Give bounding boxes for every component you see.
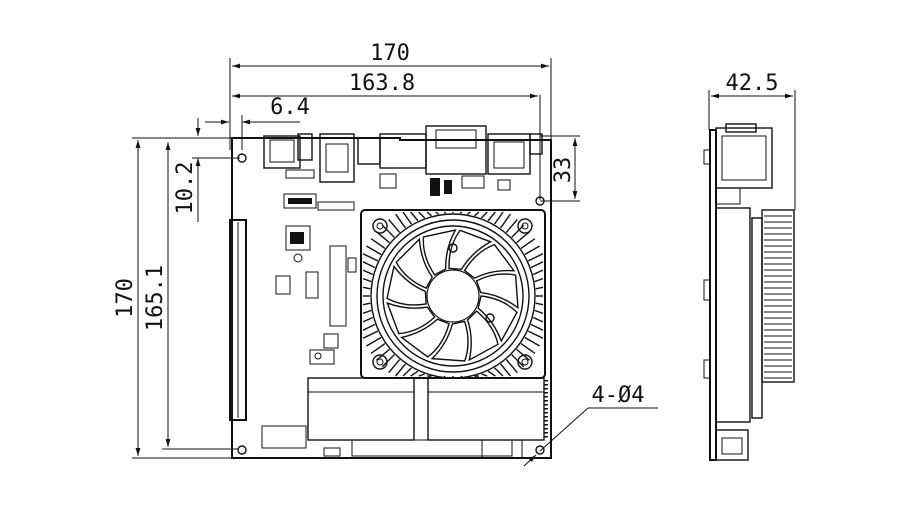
heatsink-fin: [534, 277, 544, 283]
heatsink-fin: [362, 269, 374, 276]
heatsink-fin: [535, 286, 544, 290]
heatsink-fin: [480, 211, 488, 219]
heatsink-fin: [395, 363, 406, 377]
heatsink-fin: [362, 309, 372, 315]
fan-blade: [399, 318, 450, 358]
board-side-view: [703, 123, 795, 461]
fan-blade: [448, 229, 493, 271]
heatsink-fin: [524, 336, 540, 347]
dim-label-io-height: 33: [551, 157, 576, 184]
heatsink-fin: [516, 231, 531, 244]
dim-label-overall-width: 170: [370, 41, 410, 66]
heatsink-fin: [362, 261, 376, 269]
dimension-io-height: 33: [540, 135, 580, 202]
heatsink-fin: [362, 286, 371, 290]
dim-label-side-thickness: 42.5: [726, 71, 779, 96]
heatsink-fin: [362, 302, 371, 306]
fan-blade: [386, 264, 427, 306]
heatsink-fin: [532, 316, 544, 323]
mounting-hole: [535, 196, 545, 206]
dimension-hole-offset-x: 6.4: [205, 95, 310, 150]
heatsink-fin: [493, 211, 504, 225]
mounting-hole: [535, 445, 545, 455]
heatsink-fin: [370, 343, 386, 354]
dim-label-hole-span-height: 165.1: [143, 265, 168, 331]
dim-label-hole-span-width: 163.8: [349, 71, 415, 96]
fan-blades: [386, 229, 519, 362]
dim-label-holes-callout: 4-Ø4: [592, 383, 645, 408]
heatsink-fin: [505, 359, 518, 374]
heatsink-fin: [435, 211, 440, 215]
heatsink-fin: [505, 218, 518, 233]
heatsink-fin: [487, 370, 496, 377]
mounting-hole: [237, 153, 247, 163]
heatsink-fin: [366, 336, 382, 347]
dimension-hole-offset-y: 10.2: [173, 118, 240, 222]
heatsink-fin: [487, 211, 496, 222]
heatsink-fin: [362, 330, 379, 339]
dim-label-overall-height: 170: [113, 278, 138, 318]
heatsink-fin: [402, 367, 412, 377]
heatsink-fin: [500, 363, 511, 377]
heatsink-fin: [532, 269, 544, 276]
fan-blade: [422, 229, 457, 276]
heatsink-fin: [370, 238, 386, 249]
heatsink-fin: [500, 213, 511, 229]
fan-blade: [395, 237, 434, 289]
heatsink-fin: [520, 238, 536, 249]
heatsink-fin: [418, 211, 426, 219]
dimension-holes-callout: 4-Ø4: [523, 383, 658, 467]
heatsink-fin: [362, 277, 372, 283]
heatsink-fin: [418, 373, 425, 377]
heatsink-fin: [410, 211, 419, 222]
heatsink-fin: [466, 211, 471, 215]
dimension-hole-span-width: 163.8: [232, 71, 541, 200]
heatsink-fin: [534, 309, 544, 315]
mounting-hole: [237, 445, 247, 455]
heatsink-fin: [524, 245, 540, 256]
side-fins: [764, 215, 792, 379]
fan-blade: [430, 320, 469, 362]
heatsink-fin: [511, 224, 525, 238]
dimension-overall-height: 170: [113, 137, 242, 459]
heatsink-fin: [381, 224, 395, 238]
board-top-view: [229, 125, 552, 459]
fan-blade: [477, 295, 518, 343]
heatsink-fin: [388, 359, 401, 374]
heatsink-fin: [362, 316, 374, 323]
heatsink-fin: [481, 373, 488, 377]
dimension-overall-width: 170: [229, 41, 552, 150]
heatsink-fin: [494, 367, 504, 377]
dimension-side-thickness: 42.5: [708, 71, 796, 210]
heatsink-fin: [527, 330, 544, 339]
dim-label-hole-offset-y: 10.2: [173, 162, 198, 215]
fan-heatsink: [360, 209, 546, 380]
dimension-hole-span-height: 165.1: [143, 142, 238, 450]
heatsink-fin: [362, 323, 376, 331]
heatsink-fin: [366, 245, 382, 256]
heatsink-fin: [520, 343, 536, 354]
heatsink-fin: [410, 370, 419, 377]
heatsink-fin: [395, 213, 406, 229]
fan-blade: [463, 243, 516, 279]
heatsink-fin: [530, 261, 544, 269]
heatsink-fin: [527, 253, 544, 262]
heatsink-fin: [381, 354, 395, 368]
heatsink-fin: [474, 211, 480, 217]
dim-label-hole-offset-x: 6.4: [270, 95, 310, 120]
heatsink-fin: [362, 253, 379, 262]
heatsink-fin: [426, 211, 432, 217]
fan-blade: [475, 273, 519, 310]
heatsink-fin: [388, 218, 401, 233]
heatsink-fin: [459, 211, 463, 214]
heatsink-fin: [443, 211, 447, 214]
fan-blade: [386, 301, 436, 335]
heatsink-fin: [402, 211, 413, 225]
heatsink-fin: [530, 323, 544, 331]
heatsink-fin: [535, 302, 544, 306]
heatsink-fin: [375, 348, 390, 361]
